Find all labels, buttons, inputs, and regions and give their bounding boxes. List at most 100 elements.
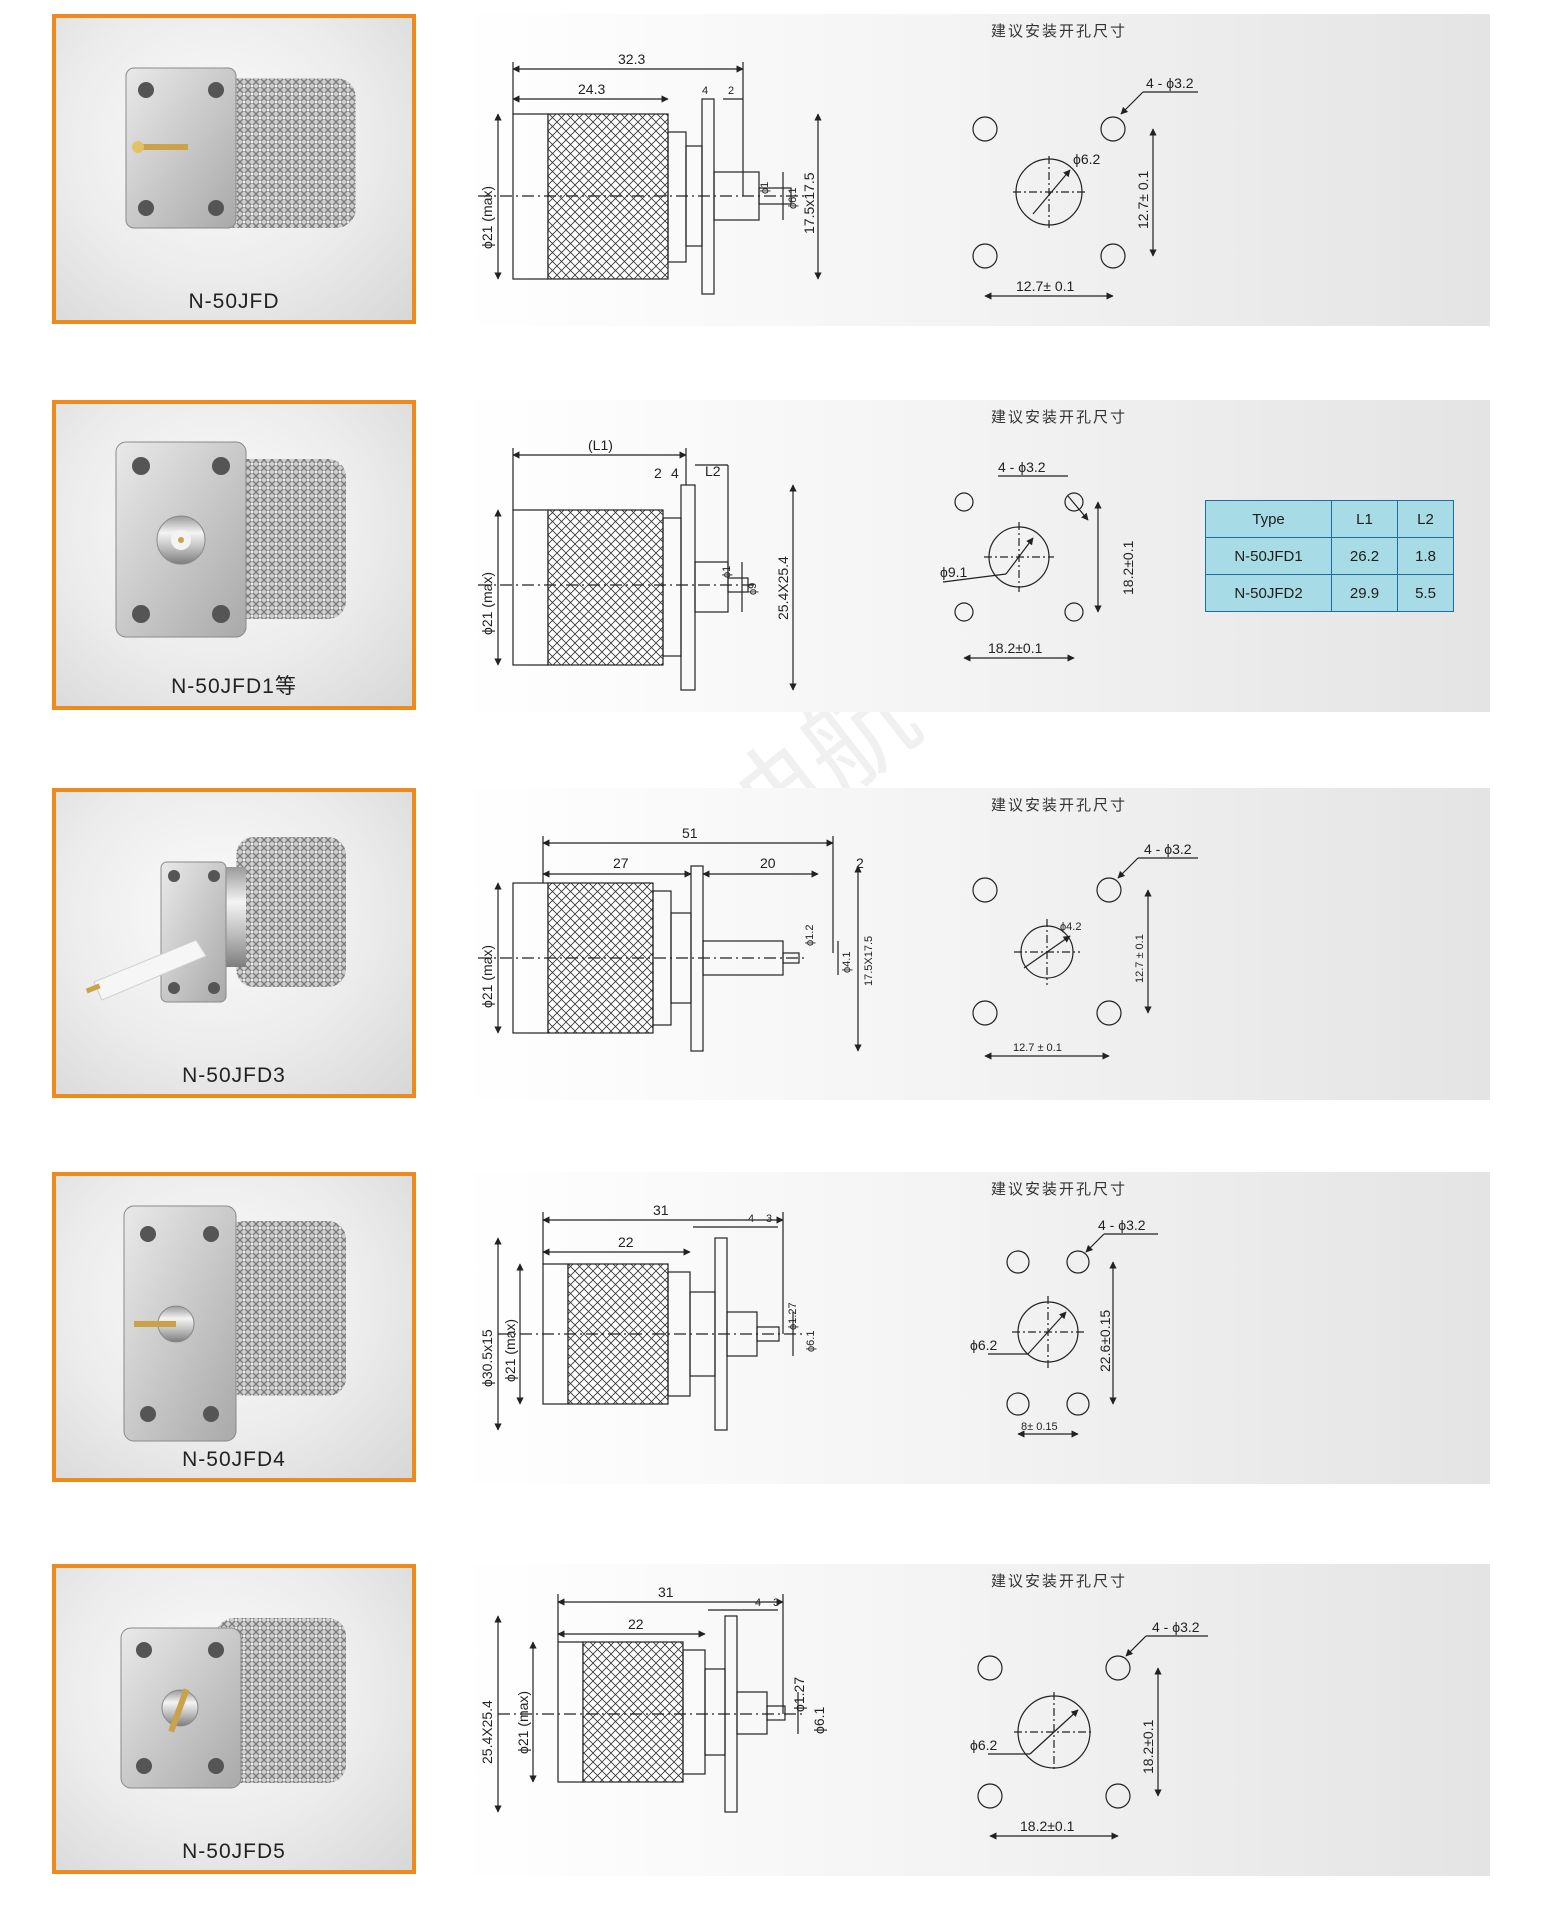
hole-vertical-label: 12.7 ± 0.1 (1134, 934, 1146, 983)
dim-flange: 25.4X25.4 (775, 556, 791, 620)
hole-mount-label: 4 - ϕ3.2 (1146, 75, 1194, 91)
dim-insul-dia: ϕ6.1 (787, 188, 799, 209)
hole-center-label: ϕ4.2 (1060, 921, 1081, 933)
dim-flange: 17.5X17.5 (863, 936, 875, 986)
table-cell: 26.2 (1331, 537, 1398, 575)
table-cell: 29.9 (1331, 574, 1398, 612)
table-cell: 1.8 (1397, 537, 1454, 575)
table-row: N-50JFD1 26.2 1.8 (1205, 537, 1454, 575)
dim-b: 2 (728, 85, 734, 97)
product-row-5: N-50JFD5 31 22 (0, 1564, 1545, 1884)
dimension-drawing-4: 31 22 4 3 ϕ30.5x15 ϕ21 (max) ϕ1.27 ϕ6.1 (458, 1172, 1490, 1484)
hole-title: 建议安装开孔尺寸 (991, 409, 1128, 426)
table-row: N-50JFD2 29.9 5.5 (1205, 574, 1454, 612)
model-label: N-50JFD3 (182, 1064, 286, 1087)
dim-pin-dia: ϕ1 (759, 182, 771, 194)
hole-horizontal-label: 18.2±0.1 (1020, 1818, 1075, 1834)
product-row-1: N-50JFD 32.3 24.3 (0, 14, 1545, 334)
hole-center-label: ϕ6.2 (970, 1737, 998, 1753)
dimension-drawing-2: (L1) 4 L2 2 ϕ21 (max) ϕ1 ϕ9 25.4X25.4 (458, 400, 1490, 712)
dim-a: 4 (671, 465, 679, 481)
dim-body-dia: ϕ21 (max) (479, 945, 495, 1008)
dim-body-dia: ϕ21 (max) (479, 186, 495, 249)
product-photo-1: N-50JFD (52, 14, 416, 324)
hole-title: 建议安装开孔尺寸 (991, 23, 1128, 40)
hole-vertical-label: 18.2±0.1 (1120, 540, 1136, 595)
dim-insul-dia: ϕ9 (747, 583, 759, 595)
hole-center-label: ϕ9.1 (940, 564, 968, 580)
connector-photo-icon (125, 67, 356, 229)
model-label: N-50JFD5 (182, 1840, 286, 1863)
dim-body-dia: ϕ21 (max) (479, 572, 495, 635)
connector-photo-icon (123, 1205, 346, 1442)
hole-mount-label: 4 - ϕ3.2 (1152, 1619, 1200, 1635)
table-cell: 5.5 (1397, 574, 1454, 612)
dim-body-dia: ϕ21 (max) (515, 1691, 531, 1754)
dimension-drawing-1: 32.3 24.3 4 2 ϕ21 (max) ϕ1 ϕ6.1 17.5x17.… (458, 14, 1490, 326)
dim-a: 4 (702, 85, 708, 97)
dim-body-dia: ϕ21 (max) (502, 1319, 518, 1382)
dim-body: 24.3 (578, 81, 605, 97)
dim-flange-dia: ϕ30.5x15 (479, 1329, 495, 1387)
connector-photo-icon (115, 441, 346, 638)
dim-body: 22 (618, 1234, 634, 1250)
hole-center-label: ϕ6.2 (970, 1337, 998, 1353)
model-label: N-50JFD1等 (171, 675, 297, 698)
hole-title: 建议安装开孔尺寸 (991, 1573, 1128, 1590)
dim-pin-dia: ϕ1.27 (787, 1302, 799, 1330)
hole-vertical-label: 12.7± 0.1 (1135, 171, 1151, 229)
dim-a: 4 (748, 1213, 754, 1225)
model-label: N-50JFD (188, 290, 280, 313)
hole-vertical-label: 18.2±0.1 (1140, 1719, 1156, 1774)
dim-pin-dia: ϕ1.2 (804, 925, 816, 946)
dim-insul-dia: ϕ6.1 (811, 1706, 827, 1734)
hole-vertical-label: 22.6±0.15 (1097, 1310, 1113, 1372)
dim-pin-dia: ϕ1.27 (791, 1677, 807, 1712)
hole-horizontal-label: 12.7± 0.1 (1016, 278, 1074, 294)
dim-a: 4 (755, 1597, 761, 1609)
dim-pin-dia: ϕ1 (721, 566, 733, 578)
table-header: L2 (1397, 500, 1454, 538)
hole-horizontal-label: 8± 0.15 (1021, 1421, 1058, 1433)
dim-b: 3 (773, 1597, 779, 1609)
dim-total: 51 (682, 825, 698, 841)
hole-title: 建议安装开孔尺寸 (991, 1181, 1128, 1198)
hole-mount-label: 4 - ϕ3.2 (1098, 1217, 1146, 1233)
table-header-row: Type L1 L2 (1205, 500, 1454, 538)
table-header: L1 (1331, 500, 1398, 538)
model-label: N-50JFD4 (182, 1448, 286, 1471)
dim-b: 2 (856, 855, 864, 871)
dim-c: 2 (654, 465, 662, 481)
dim-b: L2 (705, 463, 721, 479)
dimension-drawing-3: 51 27 20 2 ϕ21 (max) ϕ1.2 ϕ4.1 17.5X17.5… (458, 788, 1490, 1100)
hole-horizontal-label: 12.7 ± 0.1 (1013, 1042, 1062, 1054)
hole-mount-label: 4 - ϕ3.2 (1144, 841, 1192, 857)
table-cell: N-50JFD2 (1205, 574, 1332, 612)
dim-total: 31 (653, 1202, 669, 1218)
product-photo-3: N-50JFD3 (52, 788, 416, 1098)
dim-flange: 25.4X25.4 (479, 1700, 495, 1764)
dim-body: 22 (628, 1616, 644, 1632)
connector-photo-icon (85, 837, 346, 1003)
dim-b: 3 (766, 1213, 772, 1225)
hole-title: 建议安装开孔尺寸 (991, 797, 1128, 814)
product-row-2: N-50JFD1等 (L1) 4 L2 (0, 400, 1545, 720)
dim-total: 31 (658, 1584, 674, 1600)
hole-horizontal-label: 18.2±0.1 (988, 640, 1043, 656)
product-row-4: N-50JFD4 31 22 (0, 1172, 1545, 1492)
product-row-3: N-50JFD3 51 27 (0, 788, 1545, 1108)
dim-insul-dia: ϕ4.1 (841, 952, 853, 973)
connector-photo-icon (120, 1618, 346, 1789)
product-photo-2: N-50JFD1等 (52, 400, 416, 710)
dim-body: 27 (613, 855, 629, 871)
table-header: Type (1205, 500, 1332, 538)
product-photo-4: N-50JFD4 (52, 1172, 416, 1482)
hole-mount-label: 4 - ϕ3.2 (998, 459, 1046, 475)
table-cell: N-50JFD1 (1205, 537, 1332, 575)
product-photo-5: N-50JFD5 (52, 1564, 416, 1874)
dim-total: 32.3 (618, 51, 645, 67)
type-table: Type L1 L2 N-50JFD1 26.2 1.8 N-50JFD2 29… (1205, 500, 1454, 612)
dim-total: (L1) (588, 437, 613, 453)
dim-insul-dia: ϕ6.1 (805, 1331, 817, 1352)
dim-flange: 17.5x17.5 (801, 172, 817, 234)
